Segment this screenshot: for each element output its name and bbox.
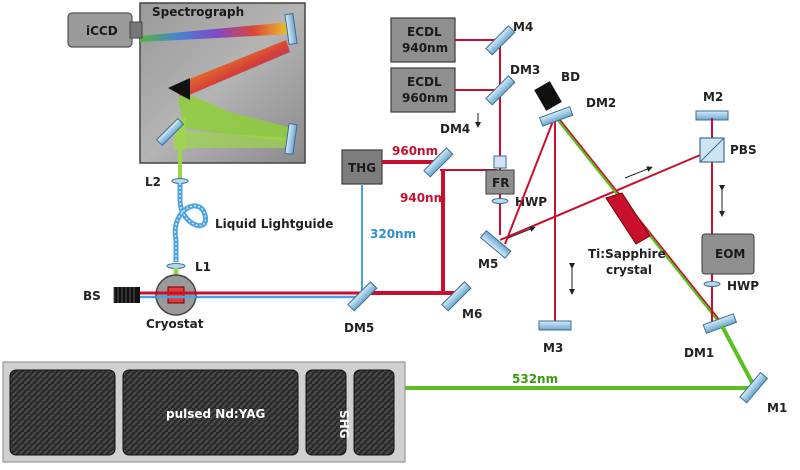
fr-label: FR	[492, 176, 509, 190]
eom-box: EOM	[701, 233, 755, 275]
spectrograph-mirror-bottom	[284, 123, 298, 155]
liquid-lightguide-label: Liquid Lightguide	[215, 217, 333, 231]
red-beam-m5-pbs	[499, 149, 713, 241]
m4-mirror	[485, 25, 516, 56]
m4-label: M4	[513, 20, 533, 34]
lens-l1	[166, 263, 186, 269]
ecdl960-line1: ECDL	[407, 75, 442, 89]
dm1-label: DM1	[684, 346, 714, 360]
ecdl-940: ECDL 940nm	[390, 17, 456, 63]
ecdl940-line1: ECDL	[407, 25, 442, 39]
dm3-label: DM3	[510, 63, 540, 77]
m6-mirror	[441, 281, 472, 312]
shg-label: SHG	[337, 410, 351, 439]
m5-label: M5	[478, 257, 498, 271]
ti-line1: Ti:Sapphire	[588, 247, 666, 261]
spectrograph: Spectrograph	[139, 2, 306, 164]
nm960-label: 960nm	[392, 144, 438, 158]
nd-yag-laser: pulsed Nd:YAG SHG	[2, 361, 406, 463]
m3-label: M3	[543, 341, 563, 355]
green-beam-lower	[175, 130, 295, 148]
ti-sapphire-crystal	[605, 192, 651, 245]
pbs-label: PBS	[730, 143, 757, 157]
iccd-label: iCCD	[86, 24, 118, 38]
spectrum-beam-fan	[172, 40, 290, 98]
bs-label: BS	[83, 289, 101, 303]
arrow-m5	[507, 226, 536, 239]
m6-label: M6	[462, 307, 482, 321]
bd-label: BD	[561, 70, 580, 84]
nm532-label: 532nm	[512, 372, 558, 386]
dm2-label: DM2	[586, 96, 616, 110]
dm3-mirror	[485, 75, 516, 106]
m1-mirror	[739, 371, 769, 404]
l2-label: L2	[145, 175, 161, 189]
lens-l2	[171, 178, 189, 184]
red-beam-m5-dm2	[504, 115, 556, 245]
spectrograph-label: Spectrograph	[152, 5, 244, 19]
m5-mirror	[479, 229, 512, 259]
pbs-cube: PBS	[699, 137, 757, 163]
m3-mirror	[538, 320, 572, 331]
m2-label: M2	[703, 90, 723, 104]
liquid-lightguide	[172, 183, 208, 262]
nd-yag-label: pulsed Nd:YAG	[166, 407, 265, 421]
nm320-label: 320nm	[370, 227, 416, 241]
lightguide-assembly: L2 Liquid Lightguide L1	[145, 150, 333, 288]
green-beam-grating	[178, 92, 292, 142]
dm4-label: DM4	[440, 122, 470, 136]
cryostat-label: Cryostat	[146, 317, 204, 331]
thg-box: THG	[341, 149, 383, 185]
thg-label: THG	[348, 161, 376, 175]
spectrograph-mirror-top	[284, 13, 298, 45]
eom-label: EOM	[715, 247, 745, 261]
hwp2-plate	[703, 281, 721, 287]
dm2-mirror	[538, 106, 574, 127]
arrow-pbs	[624, 166, 653, 179]
iccd-camera: iCCD	[67, 12, 143, 48]
ecdl-960: ECDL 960nm	[390, 67, 456, 113]
dm5-label: DM5	[344, 321, 374, 335]
l1-label: L1	[195, 260, 211, 274]
ecdl940-line2: 940nm	[402, 41, 448, 55]
ecdl960-line2: 960nm	[402, 91, 448, 105]
hwp1-plate	[491, 198, 509, 204]
beam-stop: BS	[83, 287, 140, 303]
spectrum-beam-to-ccd	[140, 22, 292, 42]
grating-icon	[168, 78, 190, 100]
cryostat: Cryostat	[146, 274, 204, 331]
spectrograph-mirror-left	[155, 117, 185, 147]
dm4-mirror	[423, 147, 454, 178]
dm5-mirror	[347, 281, 378, 312]
beam-splitter-cube-small	[493, 155, 507, 169]
nm940-label: 940nm	[400, 191, 446, 205]
green-beam-m1-dm1	[720, 325, 757, 389]
m1-label: M1	[767, 401, 787, 415]
faraday-rotator: FR	[485, 169, 515, 195]
beam-dump: BD	[534, 70, 580, 111]
dm1-mirror	[702, 313, 738, 334]
hwp2-label: HWP	[727, 279, 759, 293]
ti-line2: crystal	[606, 263, 652, 277]
